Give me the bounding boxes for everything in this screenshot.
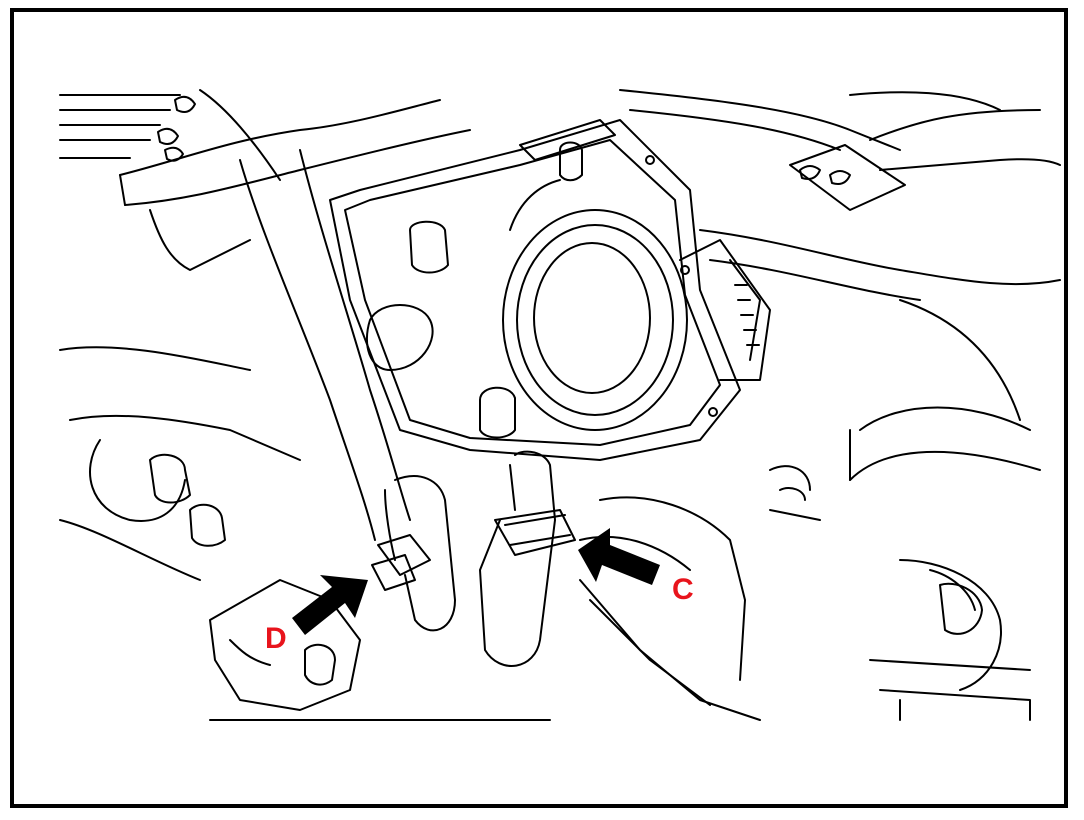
arrow-pointing-up-right-icon <box>292 575 368 635</box>
upper-right-hoses <box>619 89 1061 421</box>
hose-c <box>479 450 576 667</box>
throttle-body <box>329 119 771 461</box>
hose-d <box>371 475 456 632</box>
upper-left-hoses <box>59 89 471 271</box>
lower-right-hoses <box>579 406 1041 721</box>
coolant-hose-large <box>239 149 411 541</box>
lower-left-block <box>59 346 551 721</box>
arrow-pointing-left-icon <box>578 528 660 585</box>
callout-label-d: D <box>265 622 287 655</box>
callout-label-c: C <box>672 573 694 606</box>
